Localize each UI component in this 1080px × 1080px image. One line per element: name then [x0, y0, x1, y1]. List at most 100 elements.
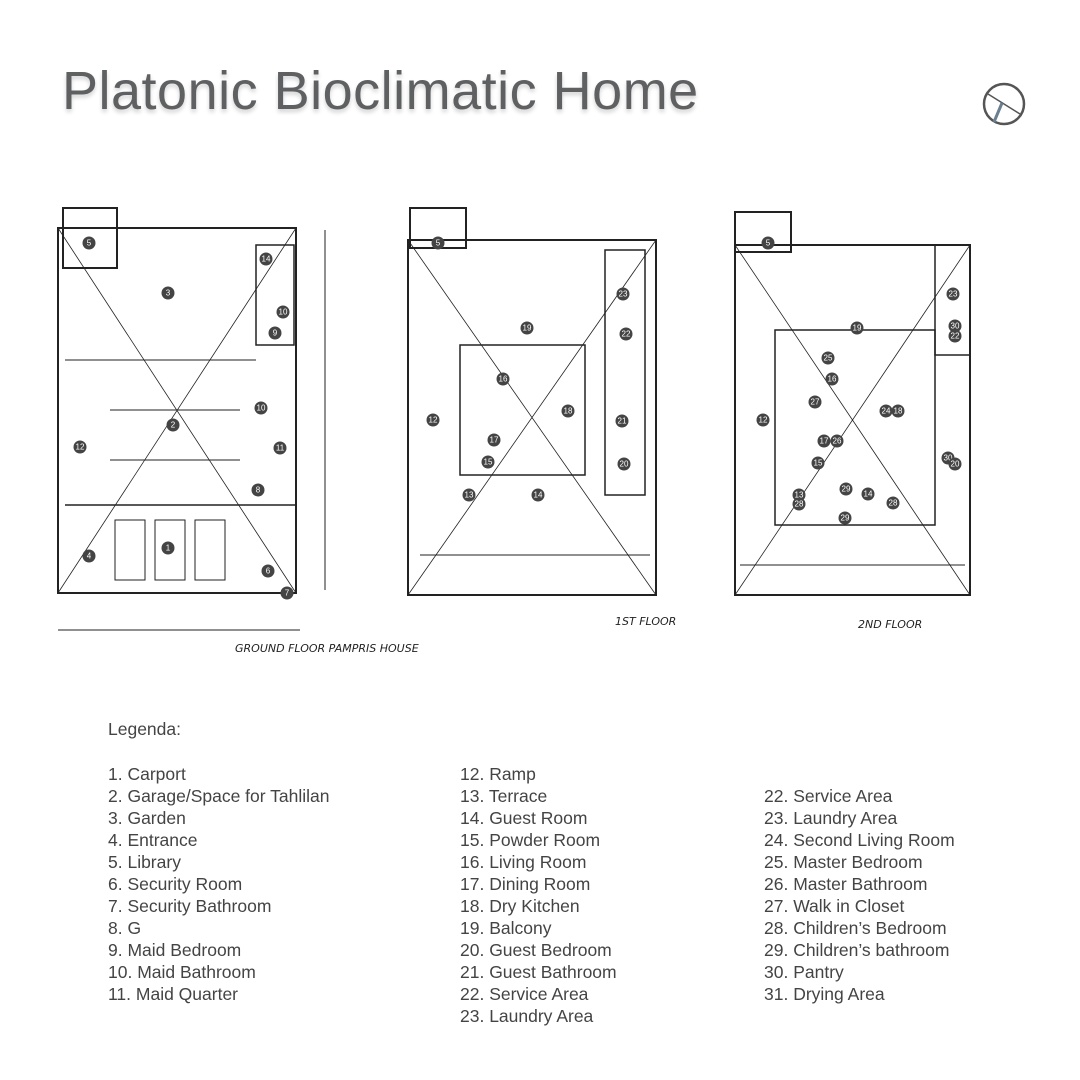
legend-item: 16. Living Room — [460, 852, 587, 872]
room-marker-number: 19 — [853, 324, 862, 333]
room-marker: 13 — [462, 488, 476, 502]
room-marker-number: 21 — [618, 417, 627, 426]
room-marker: 1 — [161, 541, 175, 555]
room-marker: 17 — [487, 433, 501, 447]
room-marker-number: 29 — [842, 485, 851, 494]
room-marker: 20 — [948, 457, 962, 471]
room-marker: 5 — [431, 236, 445, 250]
room-marker-number: 13 — [465, 491, 474, 500]
room-marker: 18 — [891, 404, 905, 418]
room-marker-number: 17 — [490, 436, 499, 445]
room-marker-number: 18 — [564, 407, 573, 416]
room-marker-number: 20 — [620, 460, 629, 469]
legend-item: 26. Master Bathroom — [764, 874, 928, 894]
room-marker: 14 — [861, 487, 875, 501]
room-marker-number: 11 — [276, 444, 285, 453]
room-marker-number: 22 — [951, 332, 960, 341]
legend-item: 9. Maid Bedroom — [108, 940, 242, 960]
room-marker-number: 22 — [622, 330, 631, 339]
ground-floor-plan — [57, 207, 326, 631]
room-marker-number: 10 — [257, 404, 266, 413]
room-marker: 26 — [830, 434, 844, 448]
room-marker: 19 — [850, 321, 864, 335]
room-marker: 11 — [273, 441, 287, 455]
room-marker-number: 25 — [824, 354, 833, 363]
room-marker: 21 — [615, 414, 629, 428]
room-marker-number: 10 — [279, 308, 288, 317]
room-marker: 28 — [886, 496, 900, 510]
legend-item: 10. Maid Bathroom — [108, 962, 256, 982]
room-marker-number: 14 — [262, 255, 271, 264]
legend-item: 2. Garage/Space for Tahlilan — [108, 786, 330, 806]
room-marker-number: 15 — [484, 458, 493, 467]
first-floor-plan — [407, 207, 657, 596]
legend-item: 15. Powder Room — [460, 830, 601, 850]
legend-item: 27. Walk in Closet — [764, 896, 905, 916]
legend-item: 11. Maid Quarter — [108, 984, 239, 1004]
room-marker-number: 16 — [499, 375, 508, 384]
room-marker: 23 — [616, 287, 630, 301]
room-marker-number: 30 — [944, 454, 953, 463]
room-marker-number: 18 — [894, 407, 903, 416]
legend-item: 19. Balcony — [460, 918, 552, 938]
legend-item: 13. Terrace — [460, 786, 548, 806]
legend-item: 22. Service Area — [764, 786, 893, 806]
room-marker-number: 29 — [841, 514, 850, 523]
legend-item: 18. Dry Kitchen — [460, 896, 580, 916]
room-marker: 30 — [948, 319, 962, 333]
legend-item: 24. Second Living Room — [764, 830, 955, 850]
room-marker: 12 — [426, 413, 440, 427]
legend-item: 25. Master Bedroom — [764, 852, 923, 872]
room-marker: 12 — [73, 440, 87, 454]
legend-item: 23. Laundry Area — [764, 808, 898, 828]
room-marker-number: 6 — [266, 567, 271, 576]
room-marker: 20 — [617, 457, 631, 471]
room-marker: 2 — [166, 418, 180, 432]
room-marker: 6 — [261, 564, 275, 578]
room-marker: 5 — [761, 236, 775, 250]
room-marker: 22 — [619, 327, 633, 341]
room-marker-number: 16 — [828, 375, 837, 384]
floor-plans-sketch: GROUND FLOOR PAMPRIS HOUSE 1ST FLOOR 2ND… — [57, 207, 971, 655]
legend-item: 6. Security Room — [108, 874, 243, 894]
legend-item: 17. Dining Room — [460, 874, 591, 894]
room-marker-number: 27 — [811, 398, 820, 407]
legend-item: 4. Entrance — [108, 830, 198, 850]
legend-item: 30. Pantry — [764, 962, 844, 982]
room-marker: 13 — [792, 488, 806, 502]
room-marker: 12 — [756, 413, 770, 427]
legend-item: 29. Children’s bathroom — [764, 940, 950, 960]
room-marker: 19 — [520, 321, 534, 335]
legend-item: 3. Garden — [108, 808, 186, 828]
room-marker-number: 3 — [166, 289, 171, 298]
legend-item: 7. Security Bathroom — [108, 896, 272, 916]
room-marker: 4 — [82, 549, 96, 563]
room-marker: 23 — [946, 287, 960, 301]
room-marker-number: 23 — [619, 290, 628, 299]
room-marker: 17 — [817, 434, 831, 448]
room-marker: 18 — [561, 404, 575, 418]
room-marker: 16 — [496, 372, 510, 386]
room-marker-number: 15 — [814, 459, 823, 468]
room-marker: 29 — [839, 482, 853, 496]
room-marker: 27 — [808, 395, 822, 409]
room-marker-number: 12 — [76, 443, 85, 452]
room-marker-number: 13 — [795, 491, 804, 500]
room-marker-number: 12 — [429, 416, 438, 425]
legend-item: 22. Service Area — [460, 984, 589, 1004]
room-marker-number: 14 — [864, 490, 873, 499]
room-marker-number: 5 — [766, 239, 771, 248]
room-marker: 14 — [531, 488, 545, 502]
room-marker-number: 28 — [889, 499, 898, 508]
room-marker: 28 — [792, 497, 806, 511]
room-marker: 7 — [280, 586, 294, 600]
legend-item: 20. Guest Bedroom — [460, 940, 612, 960]
room-marker-number: 9 — [273, 329, 278, 338]
legend-item: 12. Ramp — [460, 764, 536, 784]
room-marker: 8 — [251, 483, 265, 497]
legend-item: 8. G — [108, 918, 142, 938]
